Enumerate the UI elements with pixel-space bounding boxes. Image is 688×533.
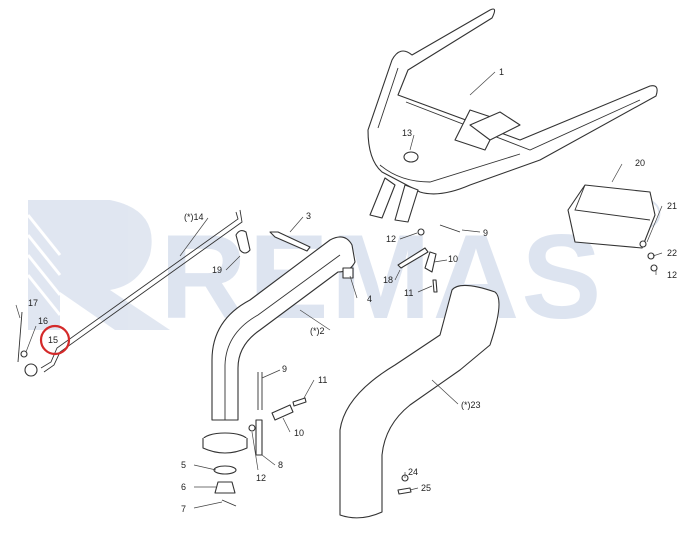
callout-1[interactable]: 1 (499, 67, 504, 77)
callout-4[interactable]: 4 (367, 294, 372, 304)
callout-11-upper[interactable]: 11 (404, 288, 413, 298)
callout-22[interactable]: 22 (667, 248, 677, 258)
callout-10-upper[interactable]: 10 (448, 254, 458, 264)
part-2-column (202, 236, 356, 454)
callout-15[interactable]: 15 (48, 335, 58, 345)
callout-25[interactable]: 25 (421, 483, 431, 493)
callout-labels: 1 (*)2 3 4 5 6 7 8 9 9 10 10 11 11 12 12… (28, 67, 677, 514)
callout-3[interactable]: 3 (306, 211, 311, 221)
callout-9-lower[interactable]: 9 (282, 364, 287, 374)
callout-19[interactable]: 19 (212, 265, 222, 275)
callout-13[interactable]: 13 (402, 128, 412, 138)
part-20-box (567, 184, 656, 249)
callout-24[interactable]: 24 (408, 467, 418, 477)
callout-10-lower[interactable]: 10 (294, 428, 304, 438)
callout-8[interactable]: 8 (278, 460, 283, 470)
callout-17[interactable]: 17 (28, 298, 38, 308)
callout-2[interactable]: (*)2 (310, 326, 325, 336)
callout-16[interactable]: 16 (38, 316, 48, 326)
callout-6[interactable]: 6 (181, 482, 186, 492)
callout-7[interactable]: 7 (181, 504, 186, 514)
part-1-handle-frame (367, 8, 658, 223)
callout-5[interactable]: 5 (181, 460, 186, 470)
highlight-circle (39, 324, 71, 356)
callout-11-lower[interactable]: 11 (318, 375, 327, 385)
small-parts (17, 224, 658, 507)
callout-12-upper[interactable]: 12 (386, 234, 396, 244)
callout-23[interactable]: (*)23 (461, 400, 481, 410)
leader-lines (15, 71, 663, 509)
callout-18[interactable]: 18 (383, 275, 393, 285)
part-23-cover (339, 284, 500, 519)
callout-14[interactable]: (*)14 (184, 212, 204, 222)
callout-12-right[interactable]: 12 (667, 270, 677, 280)
callout-9-upper[interactable]: 9 (483, 228, 488, 238)
callout-21[interactable]: 21 (667, 201, 677, 211)
watermark-stripes-logo (26, 200, 170, 330)
callout-20[interactable]: 20 (635, 158, 645, 168)
callout-12-lower[interactable]: 12 (256, 473, 266, 483)
